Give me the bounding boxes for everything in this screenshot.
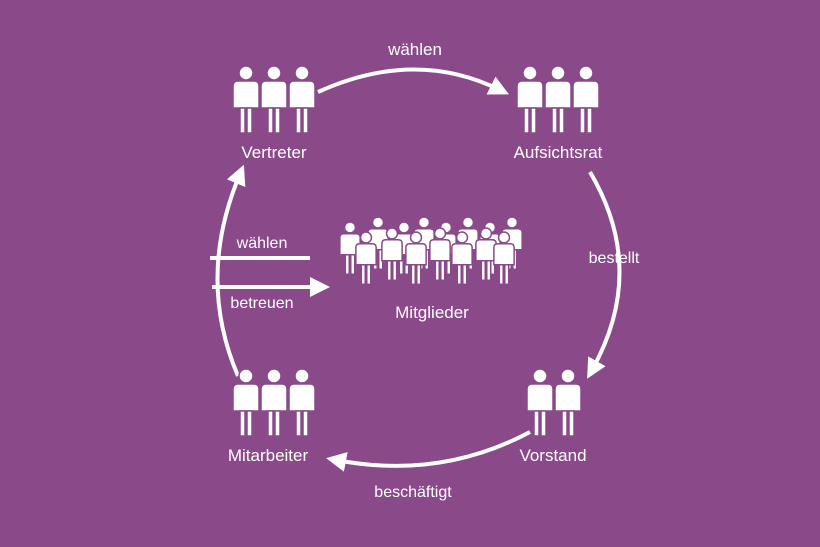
mitglieder-person-icon-front-6 bbox=[475, 227, 497, 282]
mitglieder-person-icon-front-5 bbox=[451, 231, 473, 286]
mitglieder-person-icon-back-1 bbox=[339, 221, 361, 276]
aufsichtsrat-person-icon-3 bbox=[572, 65, 600, 134]
node-label-vorstand: Vorstand bbox=[519, 446, 587, 465]
arrow-vertreter-to-aufsichtsrat bbox=[317, 67, 509, 95]
vertreter-person-icon-2 bbox=[260, 65, 288, 134]
node-label-mitarbeiter: Mitarbeiter bbox=[227, 446, 309, 465]
aufsichtsrat-person-icon-1 bbox=[516, 65, 544, 134]
mitglieder-person-icon-front-3 bbox=[405, 231, 427, 286]
edge-label-beschaeftigt: beschäftigt bbox=[374, 484, 452, 501]
vertreter-person-icon-1 bbox=[232, 65, 260, 134]
arrow-mitarbeiter-to-vertreter bbox=[215, 164, 246, 377]
node-label-vertreter: Vertreter bbox=[241, 143, 307, 162]
mitglieder-person-icon-front-1 bbox=[355, 231, 377, 286]
edge-label-waehlen-top: wählen bbox=[388, 40, 442, 59]
node-label-aufsichtsrat: Aufsichtsrat bbox=[513, 143, 603, 162]
arrow-vorstand-to-mitarbeiter bbox=[326, 430, 531, 472]
mitglieder-person-icon-front-2 bbox=[381, 227, 403, 282]
mitglieder-person-icon-front-7 bbox=[493, 231, 515, 286]
vertreter-person-icon-3 bbox=[288, 65, 316, 134]
mitarbeiter-person-icon-1 bbox=[232, 368, 260, 437]
edge-label-bestellt: bestellt bbox=[588, 250, 640, 267]
node-label-mitglieder: Mitglieder bbox=[395, 303, 469, 322]
mitarbeiter-person-icon-2 bbox=[260, 368, 288, 437]
aufsichtsrat-person-icon-2 bbox=[544, 65, 572, 134]
vorstand-person-icon-2 bbox=[554, 368, 582, 437]
mitarbeiter-person-icon-3 bbox=[288, 368, 316, 437]
vorstand-person-icon-1 bbox=[526, 368, 554, 437]
mitglieder-person-icon-front-4 bbox=[429, 227, 451, 282]
edge-label-waehlen-left: wählen bbox=[236, 235, 288, 252]
arrow-aufsichtsrat-to-vorstand bbox=[587, 170, 622, 379]
edge-label-betreuen: betreuen bbox=[230, 295, 294, 312]
